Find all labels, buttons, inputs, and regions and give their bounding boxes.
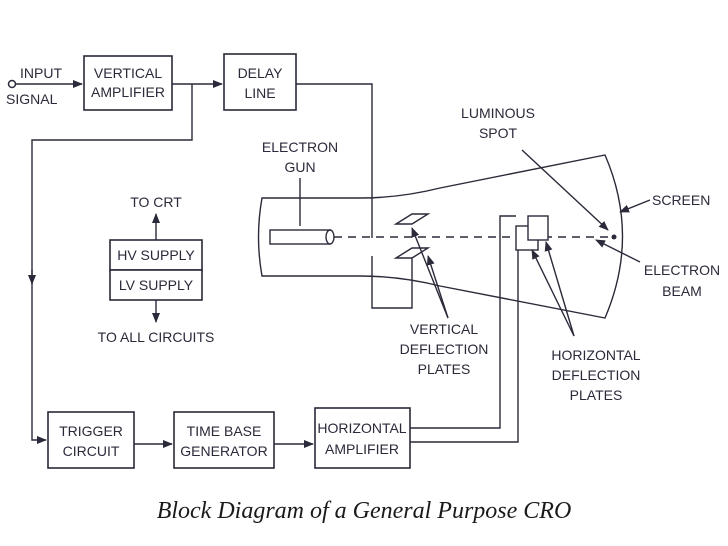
- horizontal-plates-label-2: DEFLECTION: [552, 367, 641, 383]
- electron-beam-label-2: BEAM: [662, 283, 702, 299]
- input-label: INPUT: [20, 65, 62, 81]
- screen-label: SCREEN: [652, 192, 710, 208]
- vertical-plates-label-1: VERTICAL: [410, 321, 478, 337]
- horizontal-amplifier-label-2: AMPLIFIER: [325, 441, 399, 457]
- lv-supply-label: LV SUPPLY: [119, 277, 194, 293]
- crt-leaders: [299, 149, 651, 337]
- diagram-caption: Block Diagram of a General Purpose CRO: [157, 498, 572, 524]
- delay-line-label-2: LINE: [244, 85, 275, 101]
- crt-tube: [257, 154, 624, 319]
- delay-line-block: DELAY LINE: [223, 53, 297, 111]
- horizontal-plates-label-1: HORIZONTAL: [551, 347, 640, 363]
- vertical-amplifier-block: VERTICAL AMPLIFIER: [83, 55, 173, 111]
- to-crt-label: TO CRT: [130, 194, 182, 210]
- hv-supply-label: HV SUPPLY: [117, 247, 195, 263]
- electron-gun-label-1: ELECTRON: [262, 139, 338, 155]
- luminous-spot-label-1: LUMINOUS: [461, 105, 535, 121]
- time-base-label-2: GENERATOR: [180, 443, 267, 459]
- vertical-amplifier-label-1: VERTICAL: [94, 65, 162, 81]
- luminous-spot-icon: [611, 234, 617, 240]
- horizontal-amplifier-block: HORIZONTAL AMPLIFIER: [314, 407, 411, 469]
- horizontal-amplifier-label-1: HORIZONTAL: [317, 420, 406, 436]
- vertical-plates-label-2: DEFLECTION: [400, 341, 489, 357]
- electron-beam-label-1: ELECTRON: [644, 262, 720, 278]
- vertical-plates-label-3: PLATES: [418, 361, 471, 377]
- vertical-plate-bottom-icon: [393, 247, 431, 259]
- time-base-label-1: TIME BASE: [187, 423, 262, 439]
- signal-wires: [16, 80, 519, 448]
- delay-line-label-1: DELAY: [238, 65, 284, 81]
- vertical-plate-top-icon: [393, 213, 431, 225]
- time-base-generator-block: TIME BASE GENERATOR: [173, 411, 275, 469]
- trigger-circuit-label-2: CIRCUIT: [63, 443, 120, 459]
- trigger-circuit-label-1: TRIGGER: [59, 423, 123, 439]
- horizontal-plate-right-icon: [527, 215, 549, 241]
- luminous-spot-label-2: SPOT: [479, 125, 518, 141]
- power-supply-block: HV SUPPLY LV SUPPLY: [109, 239, 203, 301]
- electron-gun-icon: [269, 229, 331, 245]
- trigger-circuit-block: TRIGGER CIRCUIT: [47, 411, 135, 469]
- input-terminal-icon: [7, 79, 17, 89]
- electron-gun-label-2: GUN: [284, 159, 315, 175]
- vertical-amplifier-label-2: AMPLIFIER: [91, 84, 165, 100]
- signal-label: SIGNAL: [6, 91, 58, 107]
- to-all-circuits-label: TO ALL CIRCUITS: [98, 329, 215, 345]
- horizontal-plates-label-3: PLATES: [570, 387, 623, 403]
